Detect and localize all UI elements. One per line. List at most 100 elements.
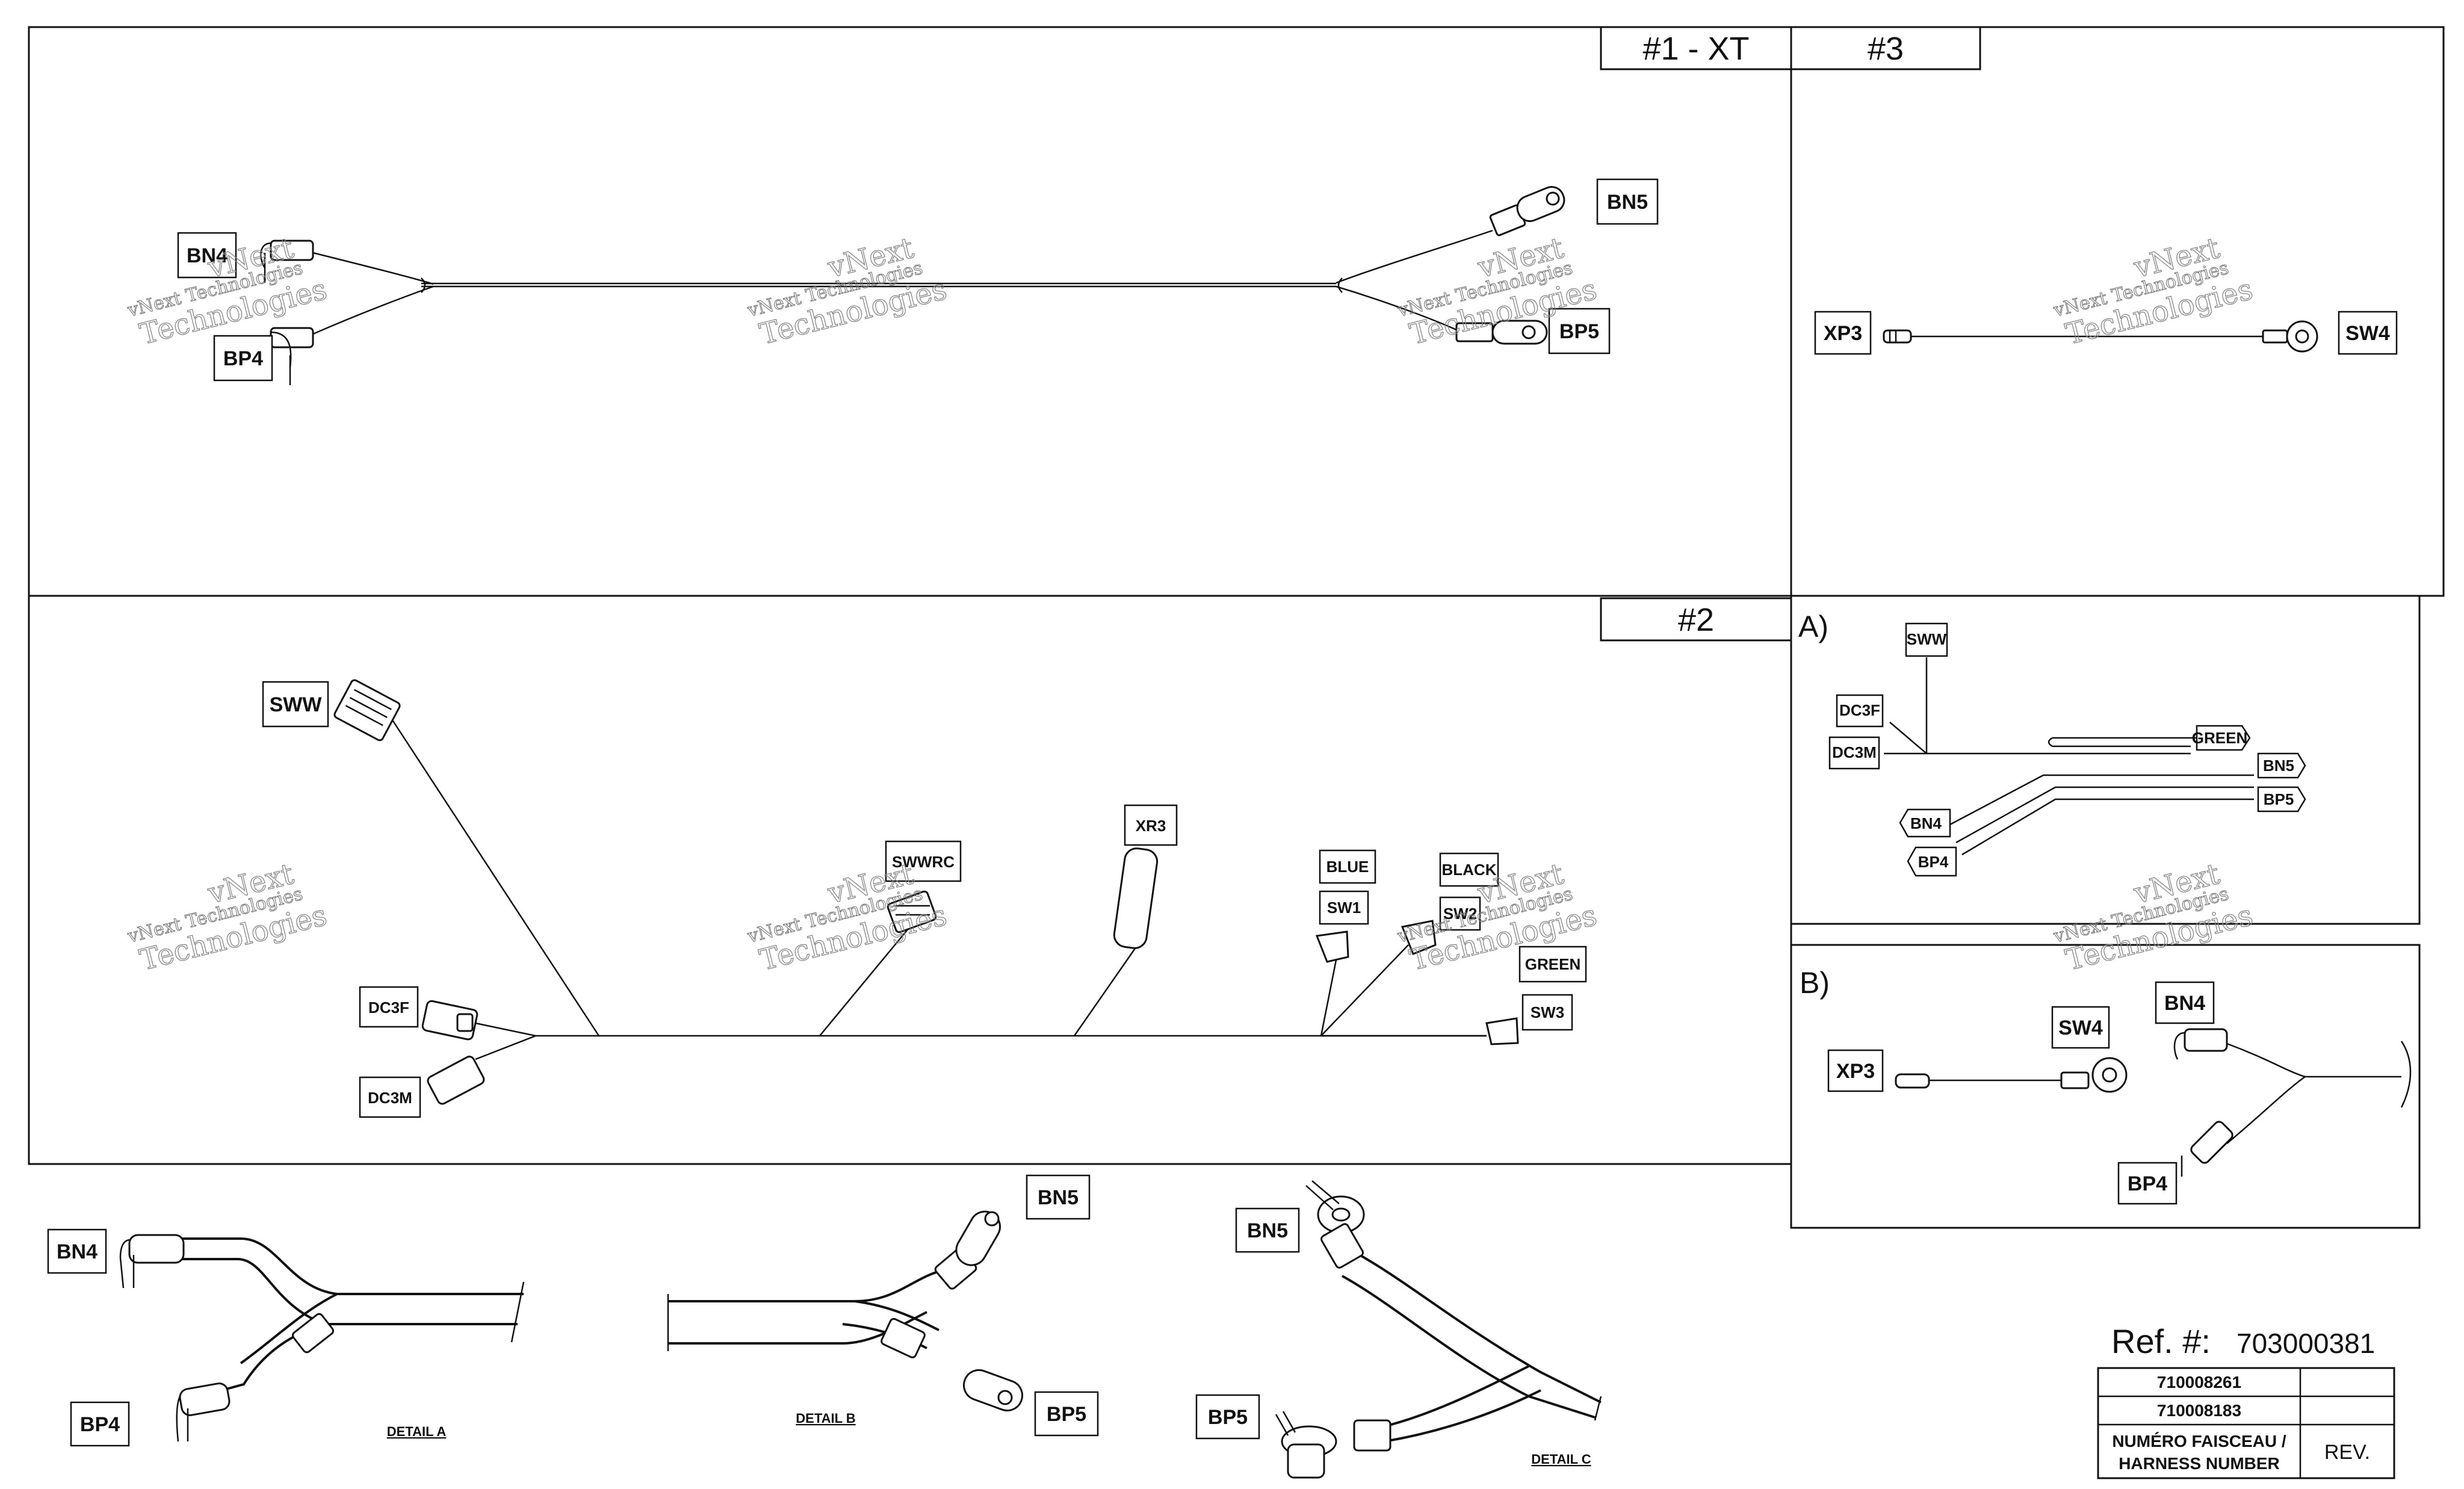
bn4-branch [312, 252, 434, 285]
detail-c-upper-wire [1354, 1251, 1602, 1404]
label-sw1: SW1 [1327, 899, 1361, 917]
label-box-detail-a-bn4 [47, 1228, 107, 1274]
section-header-b: B) [1800, 966, 1830, 1000]
ref-number: 703000381 [2236, 1328, 2375, 1359]
tag-box-a-bn5 [2257, 752, 2306, 779]
detail-b-bp5-ring [963, 1369, 1023, 1412]
detail-c-bn5-tab [1305, 1180, 1340, 1210]
a-bn5-wire-inner [1955, 786, 2254, 844]
tab-3-frame [1790, 26, 1981, 70]
sw1-terminal [1315, 930, 1349, 963]
xr3-branch [1073, 944, 1139, 1036]
label-box-a-sww [1905, 622, 1948, 657]
panel-b-frame [1790, 944, 2421, 1229]
label-box-detail-a-bp4 [70, 1401, 130, 1447]
caption-detail-a: DETAIL A [387, 1424, 447, 1439]
label-a-sww: SWW [1907, 630, 1947, 648]
bn4-terminal [260, 240, 314, 283]
b-sw4-ring [2060, 1057, 2128, 1093]
label-box-bp4 [213, 335, 273, 382]
xp3-pin-terminal [1883, 329, 1912, 344]
watermark-5: vNext Technologies Technologies vNext [125, 856, 330, 977]
dc3f-branch [475, 1022, 536, 1037]
bp5-ring-terminal [1455, 320, 1548, 345]
harness-header-line-2: HARNESS NUMBER [2119, 1454, 2280, 1473]
detail-c-bp5-tab [1275, 1411, 1296, 1436]
b-xp3-pin [1895, 1073, 1930, 1089]
detail-a-bn4-pin [119, 1239, 130, 1289]
trunk-clip-left [421, 277, 426, 293]
label-box-b-bp4 [2117, 1162, 2178, 1205]
label-box-sw2 [1439, 896, 1481, 931]
label-box-sw4 [2338, 311, 2398, 355]
label-green: GREEN [1525, 955, 1580, 973]
label-a-dc3f: DC3F [1839, 701, 1880, 719]
section-header-a: A) [1798, 610, 1828, 643]
label-box-a-dc3m [1828, 736, 1880, 770]
harness-number-1: 710008261 [2157, 1373, 2241, 1391]
label-b-bp4: BP4 [2128, 1172, 2167, 1195]
section-header-3: #3 [1868, 31, 1904, 67]
label-box-swwrc [885, 840, 962, 882]
caption-detail-c: DETAIL C [1531, 1452, 1591, 1467]
section-header-2: #2 [1678, 602, 1714, 638]
swwrc-branch [819, 920, 915, 1036]
detail-a-drawing [119, 1234, 525, 1442]
detail-b-bp5-sleeve [881, 1317, 926, 1358]
watermark-4: vNext Technologies Technologies vNext [2051, 231, 2256, 351]
rev-header: REV. [2324, 1441, 2370, 1464]
dc3m-branch [475, 1035, 536, 1060]
label-sw3: SW3 [1531, 1003, 1564, 1021]
label-detail-c-bp5: BP5 [1208, 1406, 1248, 1429]
panel-frames [28, 26, 2445, 1229]
detail-c-drawing [1275, 1180, 1602, 1479]
label-xp3: XP3 [1824, 322, 1862, 345]
label-a-bn4: BN4 [1910, 814, 1942, 832]
detail-c-bp5-barrel [1287, 1443, 1325, 1479]
sw2-branch [1320, 944, 1409, 1036]
section-a-schematic [1884, 657, 2254, 856]
label-b-sw4: SW4 [2058, 1017, 2103, 1039]
sw2-terminal [1401, 920, 1437, 955]
sww-connector [333, 679, 401, 741]
detail-a-bn4-wire-lower [181, 1258, 518, 1325]
label-bn5: BN5 [1607, 191, 1648, 214]
detail-c-bn5-sleeve [1320, 1223, 1364, 1269]
label-detail-c-bn5: BN5 [1247, 1219, 1288, 1242]
section-2-harness [333, 679, 1519, 1105]
xr3-sleeve [1113, 847, 1159, 949]
b-bn4-wire [2226, 1042, 2306, 1078]
dc3f-connector [421, 1000, 478, 1041]
label-a-bp5: BP5 [2264, 790, 2294, 808]
label-black: BLACK [1442, 861, 1497, 879]
section-3-harness [1883, 320, 2318, 353]
label-box-b-sw4 [2051, 1006, 2110, 1049]
detail-a-bp4-wire-lower [240, 1293, 338, 1364]
detail-a-bn4-wire-upper [181, 1237, 524, 1295]
label-box-dc3m [359, 1076, 421, 1118]
b-trunk-end [2400, 1041, 2412, 1108]
ref-label: Ref. #: [2111, 1322, 2211, 1360]
tag-box-a-bn4 [1899, 808, 1951, 838]
label-detail-a-bp4: BP4 [80, 1413, 120, 1436]
label-blue: BLUE [1326, 858, 1369, 876]
label-detail-b-bp5: BP5 [1047, 1403, 1086, 1426]
detail-a-bp4-pin [176, 1395, 182, 1442]
detail-c-bn5-hole [1331, 1207, 1351, 1222]
label-detail-b-bn5: BN5 [1038, 1186, 1079, 1209]
detail-b-bp5-wire-upper [854, 1300, 939, 1331]
detail-a-bp4-terminal [179, 1382, 231, 1416]
a-bp5-wire [1961, 798, 2254, 856]
watermark-8: vNext Technologies Technologies vNext [2051, 856, 2256, 977]
label-box-b-bn4 [2155, 981, 2215, 1024]
detail-a-bp4-sleeve [291, 1313, 335, 1354]
label-box-xp3 [1814, 311, 1872, 355]
detail-c-bp5-sleeve [1353, 1419, 1391, 1452]
label-box-xr3 [1124, 804, 1178, 846]
bp4-terminal [270, 327, 314, 385]
detail-a-bn4-terminal [128, 1234, 185, 1264]
detail-b-bn5-hole [984, 1211, 1000, 1227]
label-bp5: BP5 [1559, 320, 1599, 343]
detail-c-lower-wire [1342, 1275, 1596, 1419]
tag-box-a-green [2196, 725, 2251, 751]
